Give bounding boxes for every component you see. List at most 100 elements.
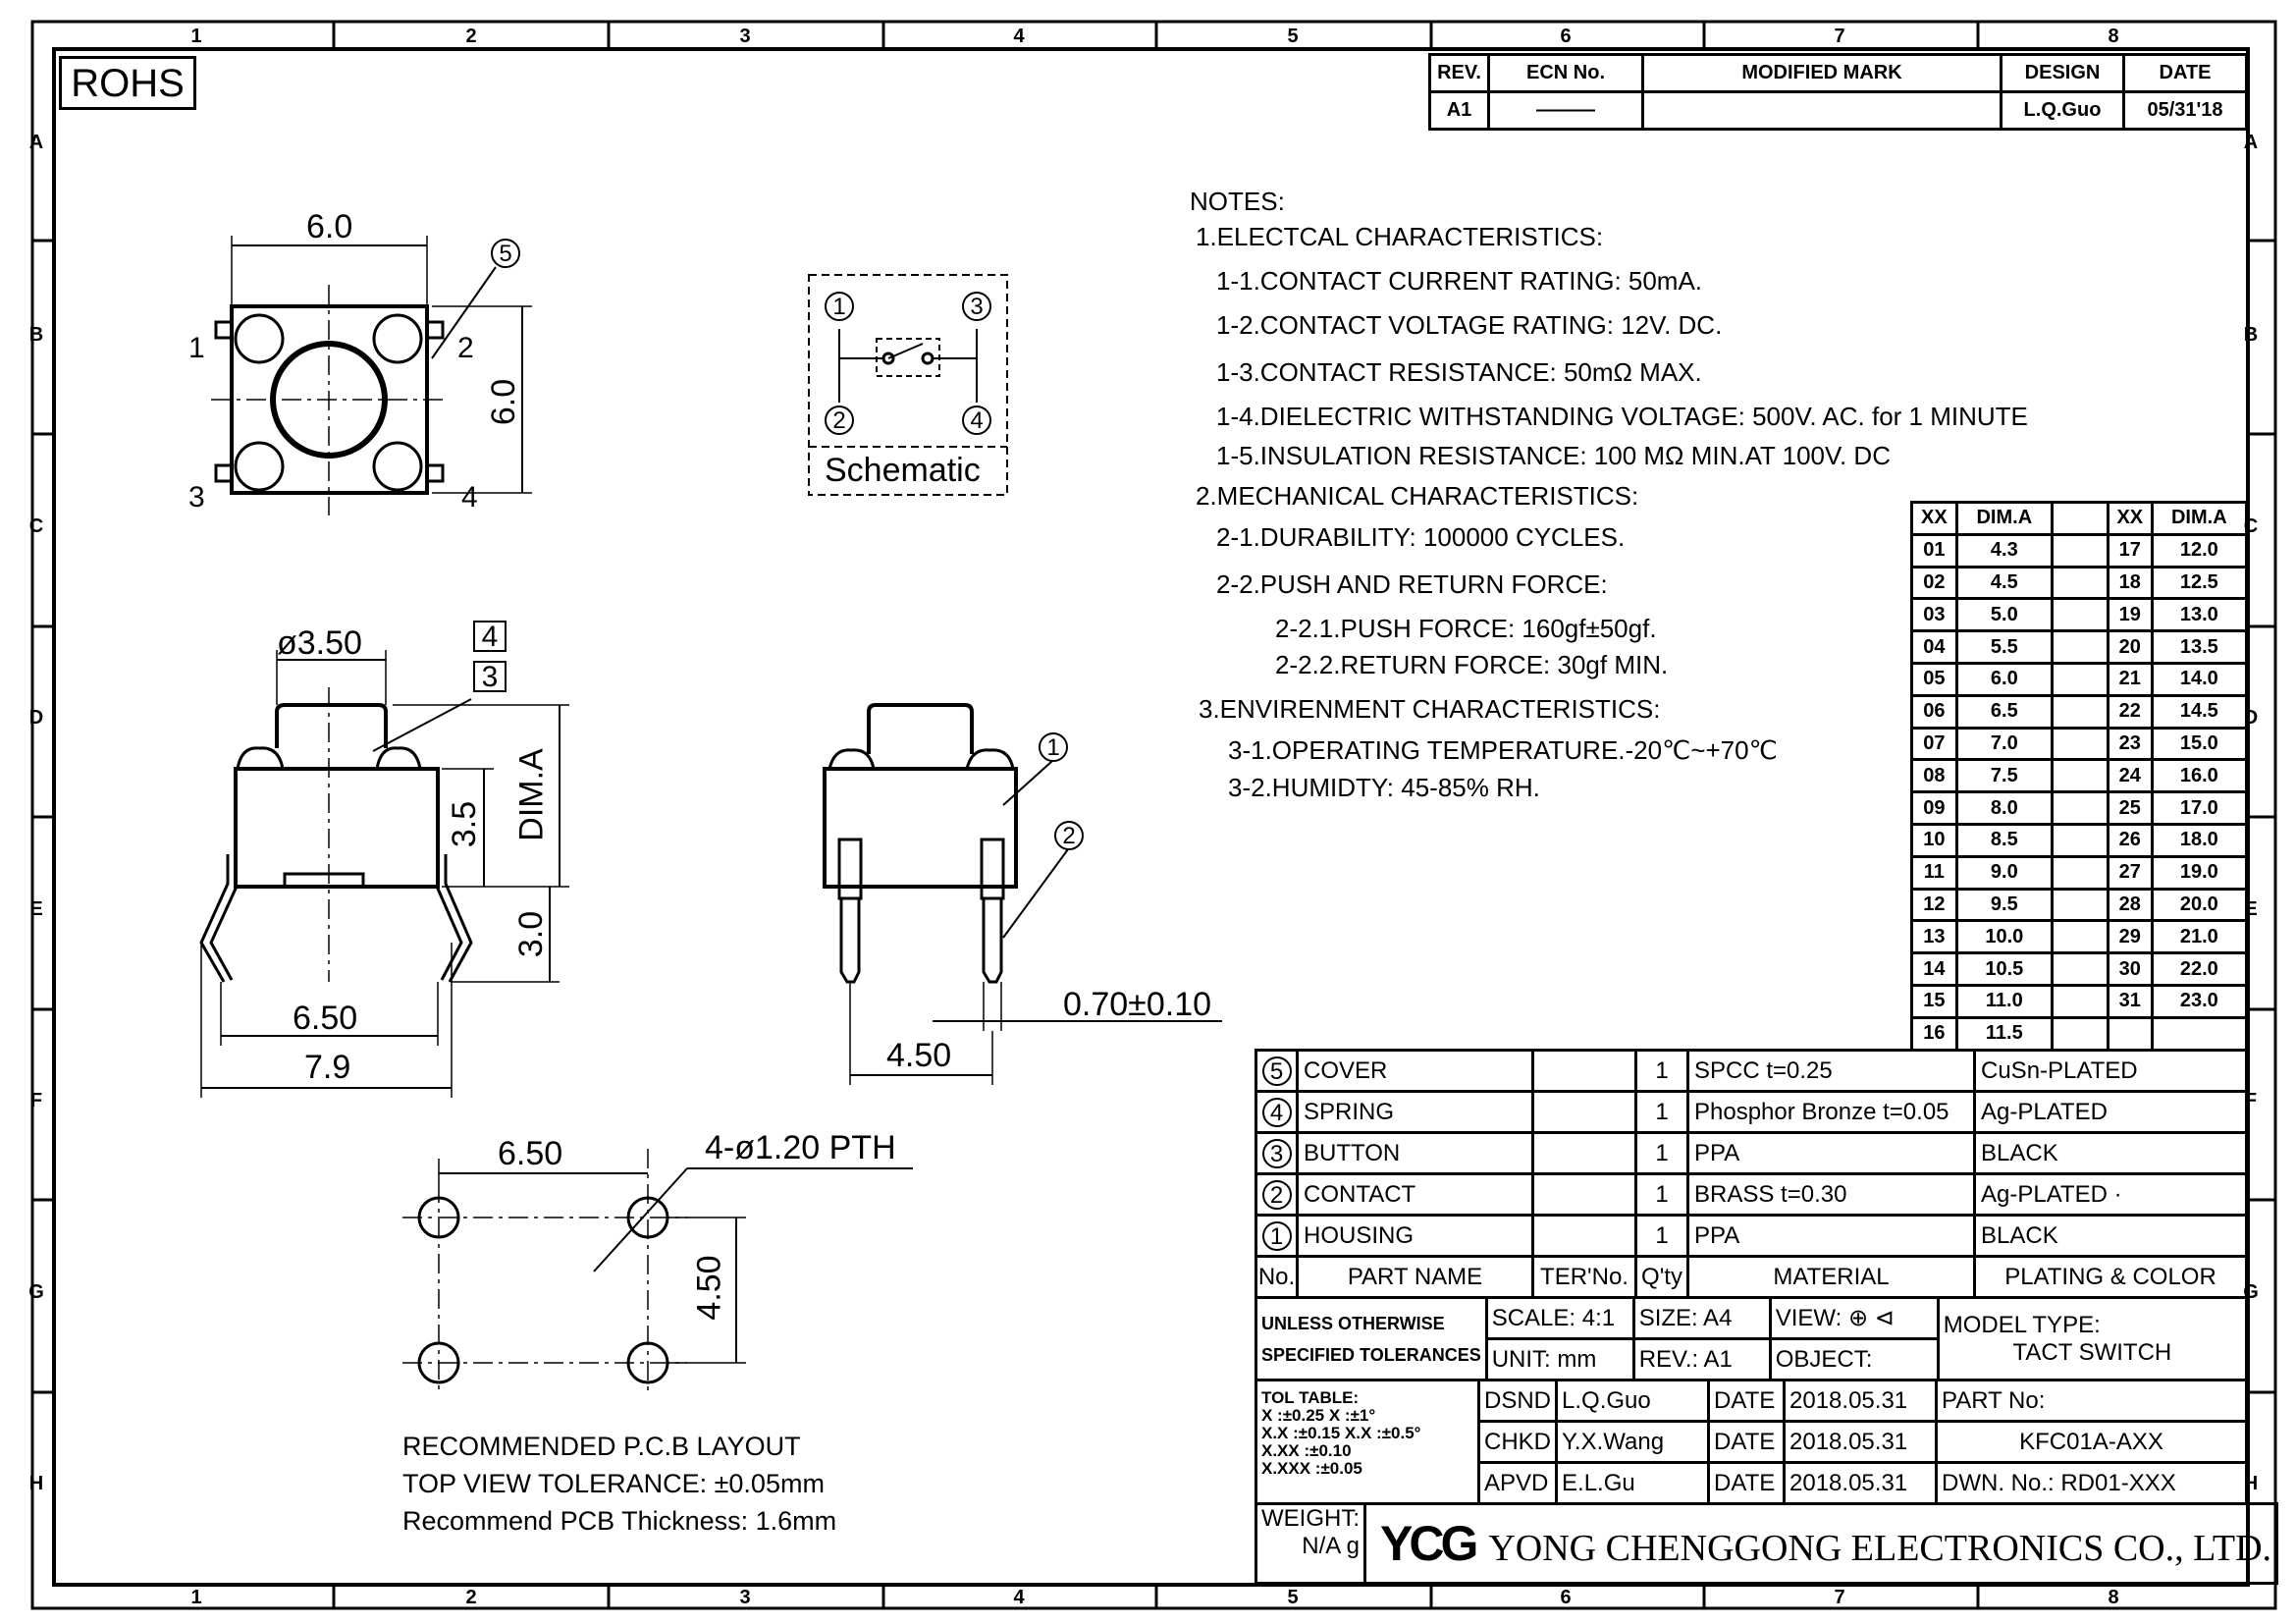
parts-header: PLATING & COLOR (1973, 1255, 2248, 1299)
top-height-dim: 6.0 (485, 378, 523, 426)
dim-a-value: 19.0 (2150, 854, 2249, 891)
part-cell: 1 (1634, 1090, 1689, 1134)
spacer (2050, 790, 2109, 826)
dim-a-value: 7.0 (1954, 726, 2054, 762)
xx-code: 24 (2106, 758, 2154, 794)
note-line: 2-1.DURABILITY: 100000 CYCLES. (1216, 522, 1626, 552)
part-cell: CONTACT (1296, 1172, 1534, 1217)
note-line: 1-1.CONTACT CURRENT RATING: 50mA. (1216, 266, 1703, 296)
callout-contact: 2 (1054, 821, 1084, 850)
xx-code: 16 (1910, 1015, 1958, 1052)
part-cell: CuSn-PLATED (1973, 1049, 2248, 1093)
dim-a-value: 23.0 (2150, 983, 2249, 1019)
notes-title: NOTES: (1190, 187, 1285, 216)
zone-row-H-left: H (28, 1473, 44, 1494)
company-name: YONG CHENGGONG ELECTRONICS CO., LTD. (1488, 1528, 2272, 1569)
schematic-pin-4: 4 (962, 406, 991, 435)
xx-code (2106, 1015, 2154, 1052)
xx-code: 11 (1910, 854, 1958, 891)
zone-col-7-top: 7 (1834, 26, 1845, 47)
part-number: 5 (1255, 1049, 1299, 1093)
note-line: 2.MECHANICAL CHARACTERISTICS: (1196, 481, 1639, 511)
dim-a-header: DIM.A (1954, 501, 2054, 536)
xx-code: 25 (2106, 790, 2154, 826)
part-cell: 1 (1634, 1214, 1689, 1258)
zone-col-3-top: 3 (739, 26, 751, 47)
dim-a-value: 11.5 (1954, 1015, 2054, 1052)
design-value: L.Q.Guo (2000, 90, 2125, 131)
pin-width-dim: 0.70±0.10 (1063, 986, 1212, 1023)
height-3-5-dim: 3.5 (446, 800, 484, 848)
signature-block: TOL TABLE: X :±0.25 X :±1° X.X :±0.15 X.… (1255, 1379, 2248, 1505)
zone-row-C-left: C (28, 515, 44, 537)
dim-a-value: 15.0 (2150, 726, 2249, 762)
callout-cover: 5 (491, 239, 520, 268)
dim-a-value: 8.0 (1954, 790, 2054, 826)
dsnd-date: 2018.05.31 (1783, 1379, 1939, 1423)
zone-row-G-left: G (28, 1281, 44, 1303)
dim-a-value: 20.0 (2150, 887, 2249, 923)
xx-code: 21 (2106, 661, 2154, 697)
drawing-number: DWN. No.: RD01-XXX (1935, 1461, 2248, 1505)
zone-row-G-right: G (2243, 1281, 2259, 1303)
modified-mark-value (1641, 90, 2002, 131)
dim-a-value: 12.5 (2150, 565, 2249, 601)
schematic-pin-3: 3 (962, 292, 991, 321)
note-line: 2-2.1.PUSH FORCE: 160gf±50gf. (1275, 614, 1657, 643)
top-view (211, 236, 532, 515)
date-value: 05/31'18 (2122, 90, 2248, 131)
apvd-label: APVD (1476, 1461, 1559, 1505)
part-cell (1531, 1214, 1637, 1258)
zone-row-B-left: B (28, 324, 44, 346)
xx-code: 26 (2106, 822, 2154, 858)
pcb-pitch-x-dim: 6.50 (498, 1135, 563, 1172)
pin-pitch-dim: 4.50 (886, 1037, 952, 1074)
chkd-label: CHKD (1476, 1420, 1559, 1464)
spacer (2050, 565, 2109, 601)
part-cell: SPRING (1296, 1090, 1534, 1134)
spacer (2050, 887, 2109, 923)
xx-code: 09 (1910, 790, 1958, 826)
side-view (199, 650, 569, 1098)
note-line: 1-4.DIELECTRIC WITHSTANDING VOLTAGE: 500… (1216, 402, 2028, 431)
zone-col-6-top: 6 (1560, 26, 1572, 47)
spacer (2050, 758, 2109, 794)
xx-code: 01 (1910, 532, 1958, 568)
schematic-pin-2: 2 (825, 406, 854, 435)
xx-code: 13 (1910, 919, 1958, 955)
dim-a-value (2150, 1015, 2249, 1052)
zone-col-5-bottom: 5 (1287, 1587, 1299, 1608)
pcb-pitch-y-dim: 4.50 (690, 1255, 728, 1321)
dim-a-value: 12.0 (2150, 532, 2249, 568)
dim-a-value: 18.0 (2150, 822, 2249, 858)
zone-col-4-top: 4 (1013, 26, 1025, 47)
spacer (2050, 983, 2109, 1019)
modified-mark-header: MODIFIED MARK (1641, 53, 2002, 93)
note-line: 2-2.2.RETURN FORCE: 30gf MIN. (1275, 650, 1669, 679)
part-no-value: KFC01A-AXX (1935, 1420, 2248, 1464)
spacer (2050, 1015, 2109, 1052)
xx-code: 12 (1910, 887, 1958, 923)
spacer (2050, 951, 2109, 987)
xx-code: 15 (1910, 983, 1958, 1019)
part-cell (1531, 1049, 1637, 1093)
zone-col-3-bottom: 3 (739, 1587, 751, 1608)
part-cell: 1 (1634, 1172, 1689, 1217)
part-cell: Phosphor Bronze t=0.05 (1686, 1090, 1976, 1134)
note-line: 3-2.HUMIDTY: 45-85% RH. (1228, 773, 1540, 802)
dim-a-value: 9.5 (1954, 887, 2054, 923)
part-cell (1531, 1131, 1637, 1175)
part-cell: 1 (1634, 1049, 1689, 1093)
